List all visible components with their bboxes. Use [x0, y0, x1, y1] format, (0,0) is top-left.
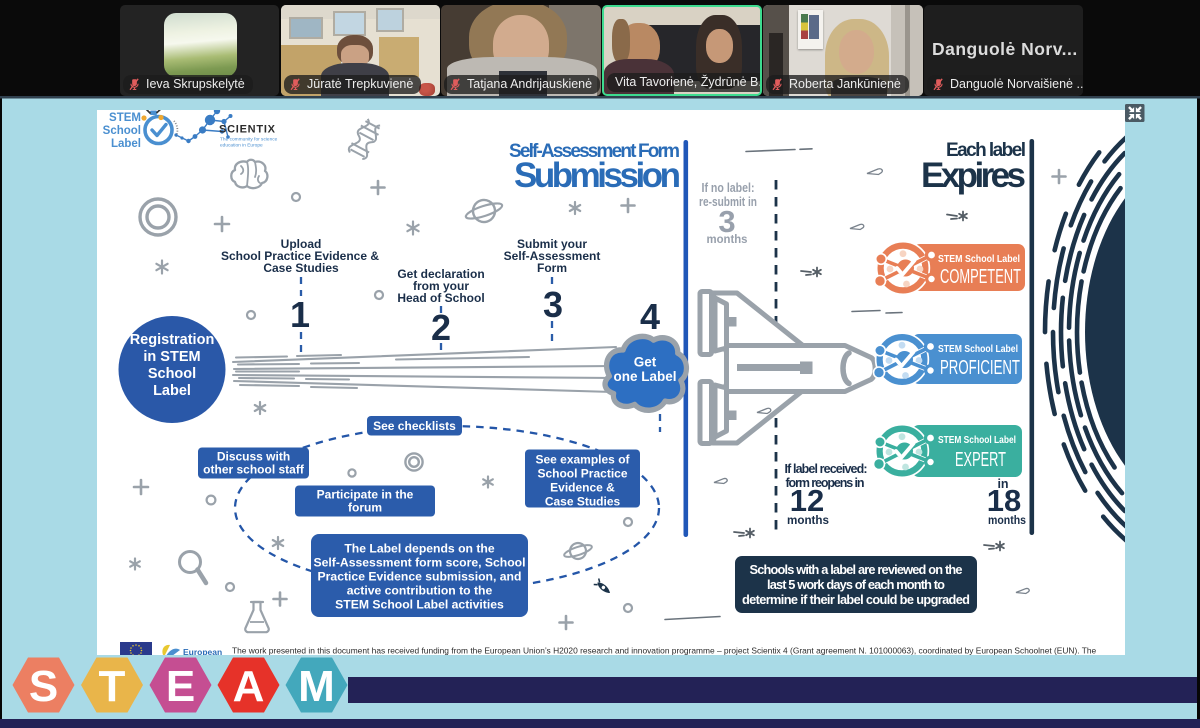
- svg-text:4: 4: [640, 296, 660, 337]
- svg-text:School Practice Evidence &: School Practice Evidence &: [221, 249, 379, 263]
- svg-text:from your: from your: [413, 279, 469, 293]
- svg-text:form reopens in: form reopens in: [786, 476, 865, 490]
- svg-text:The Label depends on the: The Label depends on the: [344, 542, 495, 556]
- svg-text:3: 3: [718, 204, 735, 239]
- svg-text:SCIENTIX: SCIENTIX: [219, 124, 276, 136]
- svg-text:Registration: Registration: [130, 332, 215, 348]
- svg-text:Case Studies: Case Studies: [263, 261, 339, 275]
- svg-text:months: months: [988, 513, 1026, 527]
- svg-text:forum: forum: [348, 501, 382, 515]
- svg-text:1: 1: [290, 294, 310, 335]
- svg-text:Case Studies: Case Studies: [545, 495, 621, 509]
- svg-text:Schools with a label are revie: Schools with a label are reviewed on the: [750, 562, 963, 577]
- svg-text:Self-Assessment form score, Sc: Self-Assessment form score, School: [314, 556, 526, 570]
- svg-text:18: 18: [987, 483, 1021, 518]
- svg-text:Get: Get: [634, 355, 657, 370]
- svg-text:Self-Assessment: Self-Assessment: [504, 249, 601, 263]
- svg-text:last 5 work days of each month: last 5 work days of each month to: [767, 577, 945, 592]
- svg-text:education in Europe: education in Europe: [220, 143, 263, 149]
- svg-text:STEM School Label: STEM School Label: [938, 434, 1016, 446]
- svg-text:Head of School: Head of School: [397, 291, 484, 305]
- svg-text:M: M: [298, 662, 335, 711]
- svg-text:E: E: [166, 662, 195, 711]
- svg-text:Label: Label: [153, 383, 191, 399]
- svg-text:3: 3: [543, 284, 563, 325]
- svg-text:STEM School Label activities: STEM School Label activities: [335, 598, 504, 612]
- svg-text:School: School: [148, 366, 196, 382]
- svg-text:STEM School Label: STEM School Label: [938, 343, 1018, 355]
- svg-text:Discuss with: Discuss with: [217, 450, 290, 464]
- svg-text:Each label: Each label: [946, 140, 1026, 161]
- svg-text:Practice Evidence submission,: Practice Evidence submission, and: [318, 570, 522, 584]
- svg-text:Submission: Submission: [514, 156, 681, 195]
- svg-text:months: months: [787, 513, 829, 527]
- svg-text:in: in: [997, 477, 1008, 491]
- svg-text:in STEM: in STEM: [143, 349, 200, 365]
- svg-text:STEM: STEM: [109, 112, 141, 124]
- svg-text:A: A: [233, 662, 265, 711]
- svg-text:See examples of: See examples of: [535, 453, 630, 467]
- svg-text:EXPERT: EXPERT: [955, 449, 1006, 471]
- svg-text:Self-Assessment Form: Self-Assessment Form: [509, 141, 680, 162]
- svg-text:The community for science: The community for science: [220, 137, 278, 143]
- svg-text:Form: Form: [537, 261, 567, 275]
- svg-text:Submit your: Submit your: [517, 237, 587, 251]
- svg-text:School Practice: School Practice: [537, 467, 627, 481]
- svg-text:12: 12: [790, 483, 824, 518]
- svg-text:COMPETENT: COMPETENT: [940, 266, 1021, 288]
- svg-text:PROFICIENT: PROFICIENT: [940, 357, 1020, 379]
- svg-text:active contribution to the: active contribution to the: [347, 584, 493, 598]
- svg-text:The work presented in this doc: The work presented in this document has …: [232, 646, 1097, 656]
- svg-text:re-submit in: re-submit in: [699, 195, 757, 209]
- svg-text:T: T: [99, 662, 126, 711]
- svg-text:months: months: [707, 232, 748, 246]
- svg-text:one Label: one Label: [613, 369, 676, 384]
- svg-text:European: European: [183, 647, 222, 657]
- svg-text:determine if their label could: determine if their label could be upgrad…: [742, 592, 970, 607]
- svg-text:Expires: Expires: [921, 156, 1026, 195]
- svg-text:2: 2: [431, 307, 451, 348]
- svg-text:If no label:: If no label:: [702, 181, 755, 195]
- svg-text:other school staff: other school staff: [203, 463, 305, 477]
- svg-text:Participate in the: Participate in the: [317, 488, 414, 502]
- svg-text:If label received:: If label received:: [785, 462, 868, 476]
- svg-text:S: S: [29, 662, 58, 711]
- svg-text:STEM School Label: STEM School Label: [938, 253, 1020, 265]
- svg-text:Get declaration: Get declaration: [397, 267, 484, 281]
- svg-text:See checklists: See checklists: [373, 419, 456, 433]
- svg-text:Evidence &: Evidence &: [550, 481, 615, 495]
- svg-text:Upload: Upload: [281, 237, 322, 251]
- svg-text:School: School: [103, 125, 141, 137]
- svg-text:Label: Label: [111, 138, 141, 150]
